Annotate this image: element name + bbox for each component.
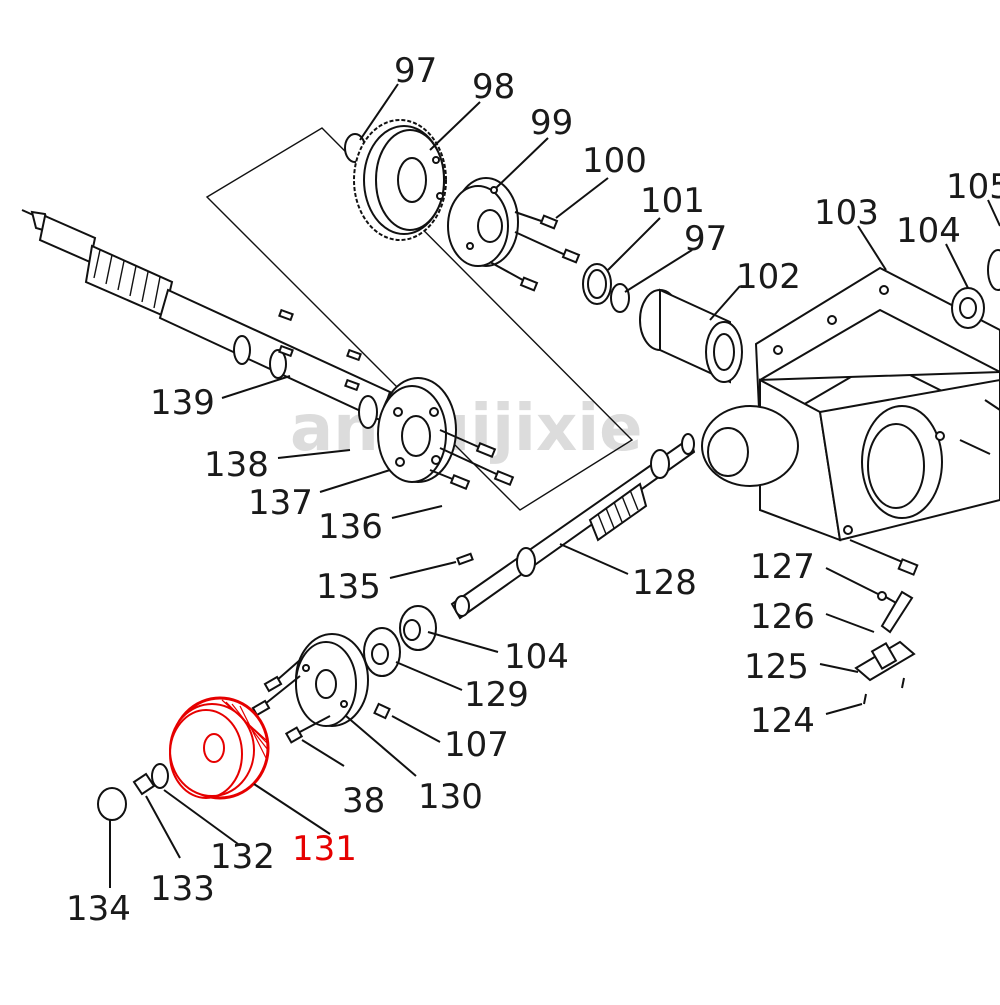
- label-125: 125: [744, 647, 809, 687]
- ring-101-inner: [587, 269, 607, 299]
- bearing-104a-inner: [959, 297, 977, 319]
- flange-137: [377, 377, 515, 491]
- bushing-129-inner: [371, 643, 389, 665]
- label-135: 135: [316, 567, 381, 607]
- label-104-top: 104: [896, 211, 961, 251]
- label-103: 103: [814, 193, 879, 233]
- flange-130: [251, 633, 391, 727]
- nut-133: [132, 772, 156, 796]
- label-104-lower: 104: [504, 637, 569, 677]
- label-99: 99: [530, 103, 573, 143]
- key-135: [456, 552, 474, 566]
- label-134: 134: [66, 889, 131, 929]
- label-97-top: 97: [394, 51, 437, 91]
- label-38: 38: [342, 781, 385, 821]
- screw-38-head: [284, 726, 304, 744]
- label-131-highlighted: 131: [292, 829, 357, 869]
- flange-99: [447, 177, 581, 292]
- housing-103: [701, 266, 1000, 542]
- label-133: 133: [150, 869, 215, 909]
- housing-screw-head: [897, 558, 919, 576]
- label-102: 102: [736, 257, 801, 297]
- housing-screw-2: [959, 439, 991, 455]
- snap-ring-97b: [610, 283, 630, 313]
- label-107: 107: [444, 725, 509, 765]
- bushing-102: [639, 288, 743, 384]
- label-98: 98: [472, 67, 515, 107]
- screw-38: [295, 715, 331, 735]
- label-137: 137: [248, 483, 313, 523]
- label-127: 127: [750, 547, 815, 587]
- cap-134: [97, 787, 127, 821]
- bearing-104b-inner: [403, 619, 421, 641]
- label-97-second: 97: [684, 219, 727, 259]
- label-136: 136: [318, 507, 383, 547]
- label-126: 126: [750, 597, 815, 637]
- label-132: 132: [210, 837, 275, 877]
- washer-132: [151, 763, 169, 789]
- lock-plate-125: [854, 590, 916, 705]
- label-128: 128: [632, 563, 697, 603]
- label-129: 129: [464, 675, 529, 715]
- label-101: 101: [640, 181, 705, 221]
- handwheel-131-highlighted: [169, 696, 270, 800]
- label-100: 100: [582, 141, 647, 181]
- label-139: 139: [150, 383, 215, 423]
- label-138: 138: [204, 445, 269, 485]
- label-124: 124: [750, 701, 815, 741]
- leader-lines: [109, 83, 1000, 888]
- worm-shaft-128: [450, 433, 696, 620]
- main-shaft-139: [21, 209, 392, 429]
- part-105: [987, 249, 1000, 291]
- label-105: 105: [946, 167, 1000, 207]
- label-130: 130: [418, 777, 483, 817]
- gear-98: [344, 119, 447, 241]
- housing-screw-3: [984, 399, 1000, 411]
